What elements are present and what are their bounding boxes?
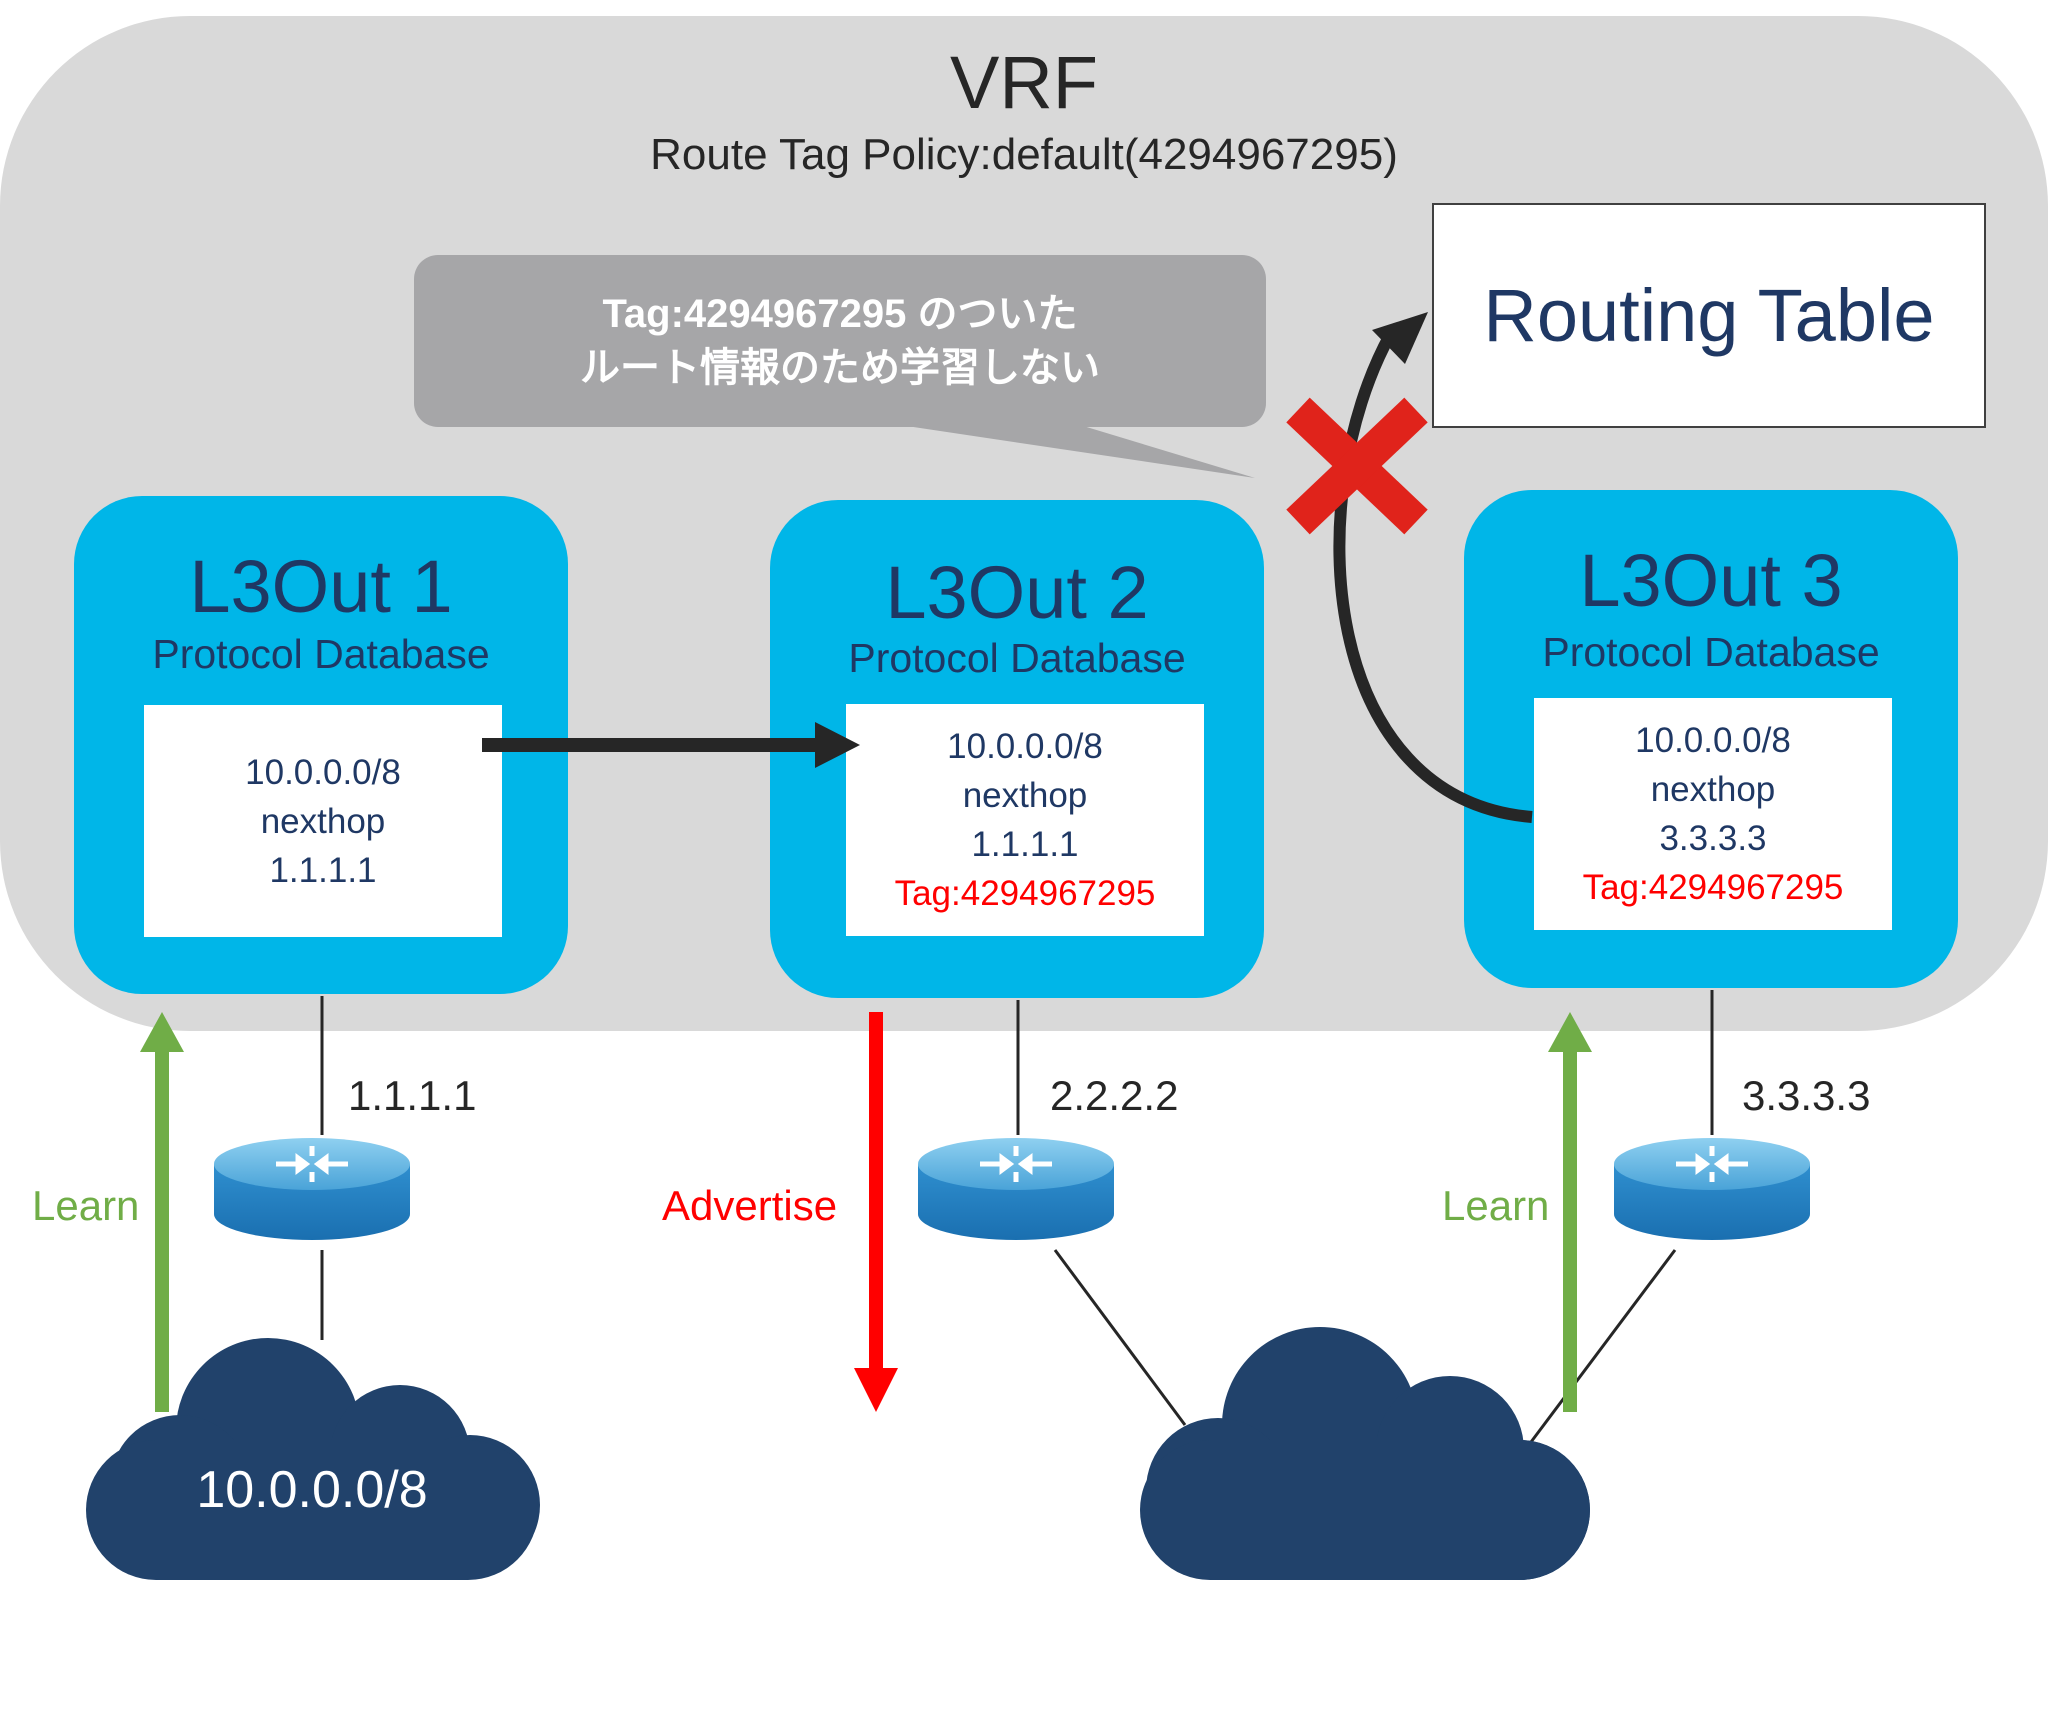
routing-table-label: Routing Table (1483, 274, 1935, 357)
l3out-3-nexthop-label: nexthop (1650, 770, 1776, 809)
link-router2-cloud2 (1053, 1249, 1187, 1426)
l3out-2-database: 10.0.0.0/8 nexthop 1.1.1.1 Tag:429496729… (846, 704, 1204, 936)
callout-bubble: Tag:4294967295 のついた ルート情報のため学習しない (414, 255, 1266, 427)
l3out-1-nexthop-label: nexthop (260, 801, 386, 841)
link-router3-cloud2 (1523, 1249, 1677, 1451)
learn-label-3: Learn (1442, 1182, 1550, 1229)
l3out-1-database: 10.0.0.0/8 nexthop 1.1.1.1 (144, 705, 502, 937)
router-3-ip: 3.3.3.3 (1742, 1072, 1871, 1119)
callout-line-1: Tag:4294967295 のついた (602, 292, 1078, 336)
learn-arrow-3 (1548, 1012, 1592, 1412)
l3out-1-nexthop: 1.1.1.1 (269, 850, 377, 890)
rejected-install-arrow (1333, 312, 1533, 823)
callout-line-2: ルート情報のため学習しない (580, 346, 1100, 390)
router-icon (918, 1138, 1114, 1240)
advertise-label: Advertise (662, 1182, 838, 1229)
l3out-2-route: 10.0.0.0/8 (947, 727, 1103, 766)
l3out-2-subtitle: Protocol Database (848, 635, 1186, 681)
l3out-2-nexthop-label: nexthop (962, 776, 1088, 815)
l3out-2-tag: Tag:4294967295 (894, 874, 1156, 913)
route-tag-policy-label: Route Tag Policy:default(4294967295) (650, 130, 1398, 179)
l3out-1-route: 10.0.0.0/8 (245, 752, 401, 792)
l3out-3-subtitle: Protocol Database (1542, 629, 1880, 675)
cloud-icon (86, 1338, 540, 1580)
advertise-arrow (854, 1012, 898, 1412)
l3out-2-nexthop: 1.1.1.1 (971, 825, 1079, 864)
learn-label-1: Learn (32, 1182, 140, 1229)
l3out-3-title: L3Out 3 (1579, 539, 1843, 622)
l3out-1-subtitle: Protocol Database (152, 631, 490, 677)
router-icon (1614, 1138, 1810, 1240)
l3out-3-nexthop: 3.3.3.3 (1659, 819, 1767, 858)
l3out-3-tag: Tag:4294967295 (1582, 868, 1844, 907)
propagate-arrow (482, 722, 860, 768)
l3out-3-database: 10.0.0.0/8 nexthop 3.3.3.3 Tag:429496729… (1534, 698, 1892, 930)
l3out-2-title: L3Out 2 (885, 551, 1149, 634)
learn-arrow-1 (140, 1012, 184, 1412)
router-1-ip: 1.1.1.1 (348, 1072, 477, 1119)
routing-table-box: Routing Table (1432, 203, 1986, 428)
router-icon (214, 1138, 410, 1240)
reject-x-icon (1286, 397, 1428, 535)
l3out-3-route: 10.0.0.0/8 (1635, 721, 1791, 760)
cloud-icon (1140, 1327, 1590, 1580)
l3out-1-title: L3Out 1 (189, 545, 453, 628)
cloud-1-label: 10.0.0.0/8 (196, 1461, 428, 1519)
vrf-title: VRF (950, 41, 1098, 124)
router-2-ip: 2.2.2.2 (1050, 1072, 1179, 1119)
